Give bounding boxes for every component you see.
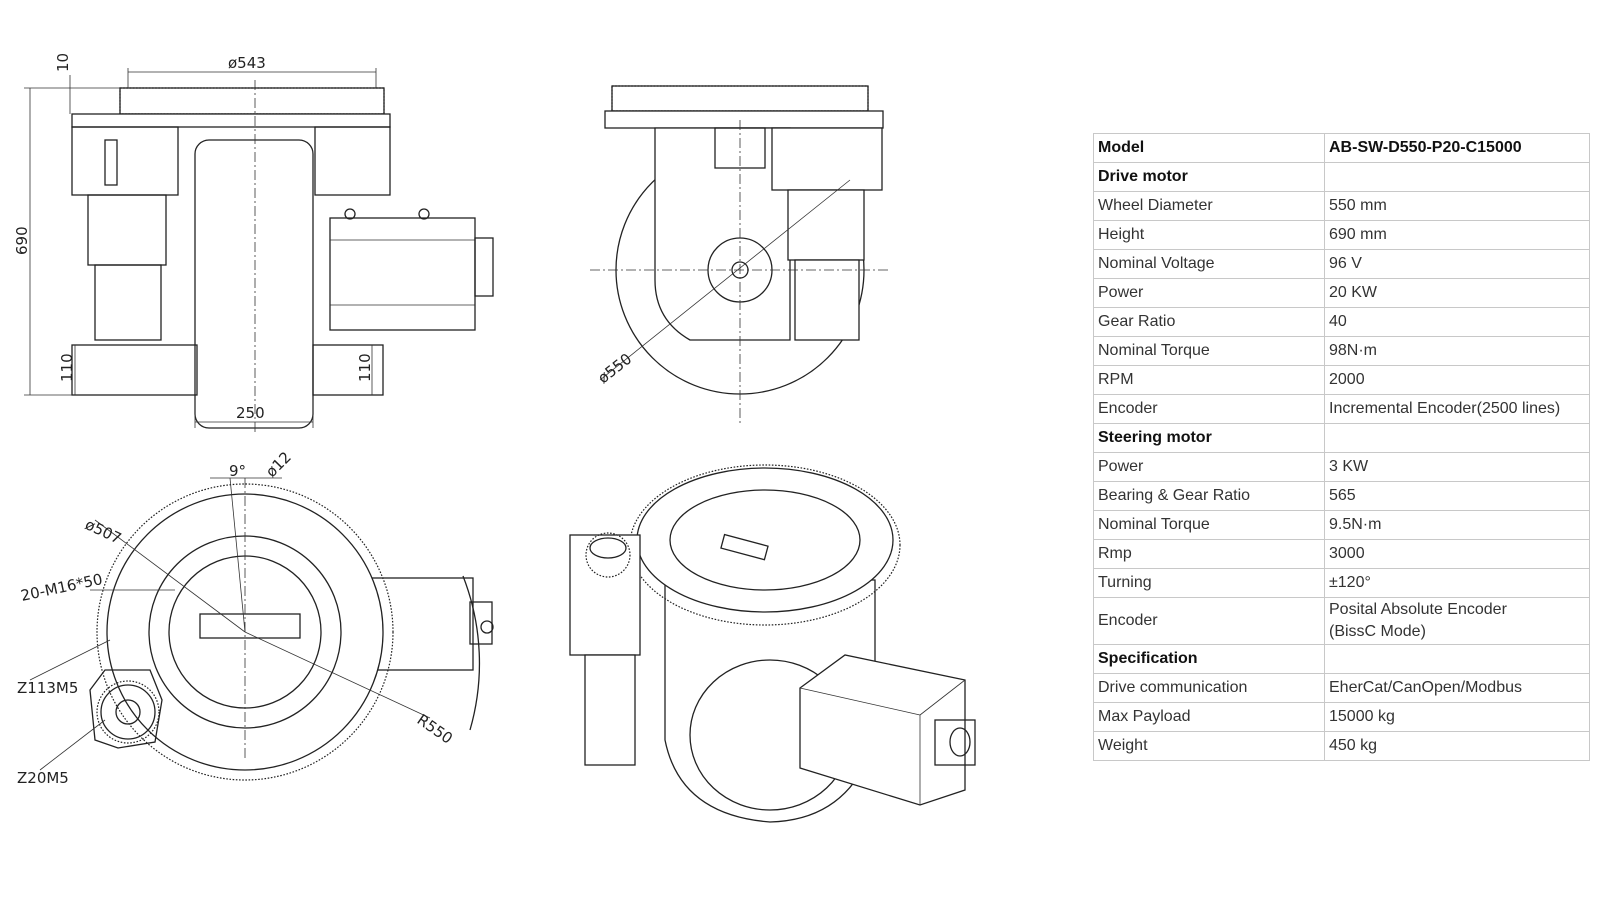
spec-value: 40	[1324, 307, 1590, 337]
spec-value: 550 mm	[1324, 191, 1590, 221]
spec-value-line: (BissC Mode)	[1329, 623, 1426, 640]
spec-value: 565	[1324, 481, 1590, 511]
isometric-view-drawing	[569, 464, 976, 823]
side-view-drawing: ø550	[590, 85, 890, 425]
ring-gear-label: Z113M5	[17, 679, 78, 697]
spec-value: 2000	[1324, 365, 1590, 395]
table-row: Specification	[1093, 644, 1590, 674]
hole-diameter-label: ø12	[262, 448, 295, 481]
spec-value: ±120°	[1324, 568, 1590, 598]
spec-value: Posital Absolute Encoder (BissC Mode)	[1324, 597, 1590, 645]
spec-value	[1324, 162, 1590, 192]
spec-label: Weight	[1093, 731, 1325, 761]
front-view-drawing: ø543 10 690 110 110 250	[13, 53, 494, 435]
spec-value-line: Posital Absolute Encoder	[1329, 601, 1507, 618]
spec-label: Max Payload	[1093, 702, 1325, 732]
spec-label: Wheel Diameter	[1093, 191, 1325, 221]
spec-label: Steering motor	[1093, 423, 1325, 453]
spec-label: Drive motor	[1093, 162, 1325, 192]
wheel-width-label: 250	[236, 404, 265, 422]
spec-value: 690 mm	[1324, 220, 1590, 250]
spec-label: Turning	[1093, 568, 1325, 598]
spec-label: Nominal Torque	[1093, 510, 1325, 540]
spec-value: 3000	[1324, 539, 1590, 569]
spec-label: Bearing & Gear Ratio	[1093, 481, 1325, 511]
spec-value: AB-SW-D550-P20-C15000	[1324, 133, 1590, 163]
table-row: Steering motor	[1093, 423, 1590, 453]
pinion-gear-label: Z20M5	[17, 769, 69, 787]
spec-label: Encoder	[1093, 597, 1325, 645]
technical-drawings: ø543 10 690 110 110 250 ø550	[13, 53, 976, 823]
spec-label: Nominal Voltage	[1093, 249, 1325, 279]
top-view-drawing: 9° ø12 ø507 20-M16*50 Z113M5 Z20M5 R550	[17, 448, 494, 787]
spec-value: 96 V	[1324, 249, 1590, 279]
table-row: Drive motor	[1093, 162, 1590, 192]
angle-label: 9°	[229, 462, 246, 480]
spec-value: 9.5N·m	[1324, 510, 1590, 540]
spec-label: Model	[1093, 133, 1325, 163]
spec-value: 98N·m	[1324, 336, 1590, 366]
spec-value	[1324, 644, 1590, 674]
spec-label: Rmp	[1093, 539, 1325, 569]
spec-value: 20 KW	[1324, 278, 1590, 308]
spec-label: Encoder	[1093, 394, 1325, 424]
gear-diameter-label: ø543	[228, 54, 266, 72]
spec-label: Gear Ratio	[1093, 307, 1325, 337]
spec-value: Incremental Encoder(2500 lines)	[1324, 394, 1590, 424]
bottom-left-label: 110	[58, 353, 76, 382]
bottom-right-label: 110	[356, 353, 374, 382]
spec-label: Power	[1093, 278, 1325, 308]
spec-label: RPM	[1093, 365, 1325, 395]
spec-value: 450 kg	[1324, 731, 1590, 761]
table-row: Turning±120°	[1093, 568, 1590, 598]
height-label: 690	[13, 226, 31, 255]
spec-label: Height	[1093, 220, 1325, 250]
spec-label: Drive communication	[1093, 673, 1325, 703]
spec-value: EherCat/CanOpen/Modbus	[1324, 673, 1590, 703]
spec-value: 15000 kg	[1324, 702, 1590, 732]
spec-value: 3 KW	[1324, 452, 1590, 482]
wheel-diameter-label: ø550	[594, 350, 635, 387]
turning-radius-label: R550	[414, 711, 456, 748]
top-offset-label: 10	[54, 53, 72, 72]
spec-label: Specification	[1093, 644, 1325, 674]
bolt-circle-label: ø507	[82, 515, 124, 547]
spec-value	[1324, 423, 1590, 453]
bolts-label: 20-M16*50	[19, 570, 104, 605]
spec-label: Power	[1093, 452, 1325, 482]
spec-label: Nominal Torque	[1093, 336, 1325, 366]
